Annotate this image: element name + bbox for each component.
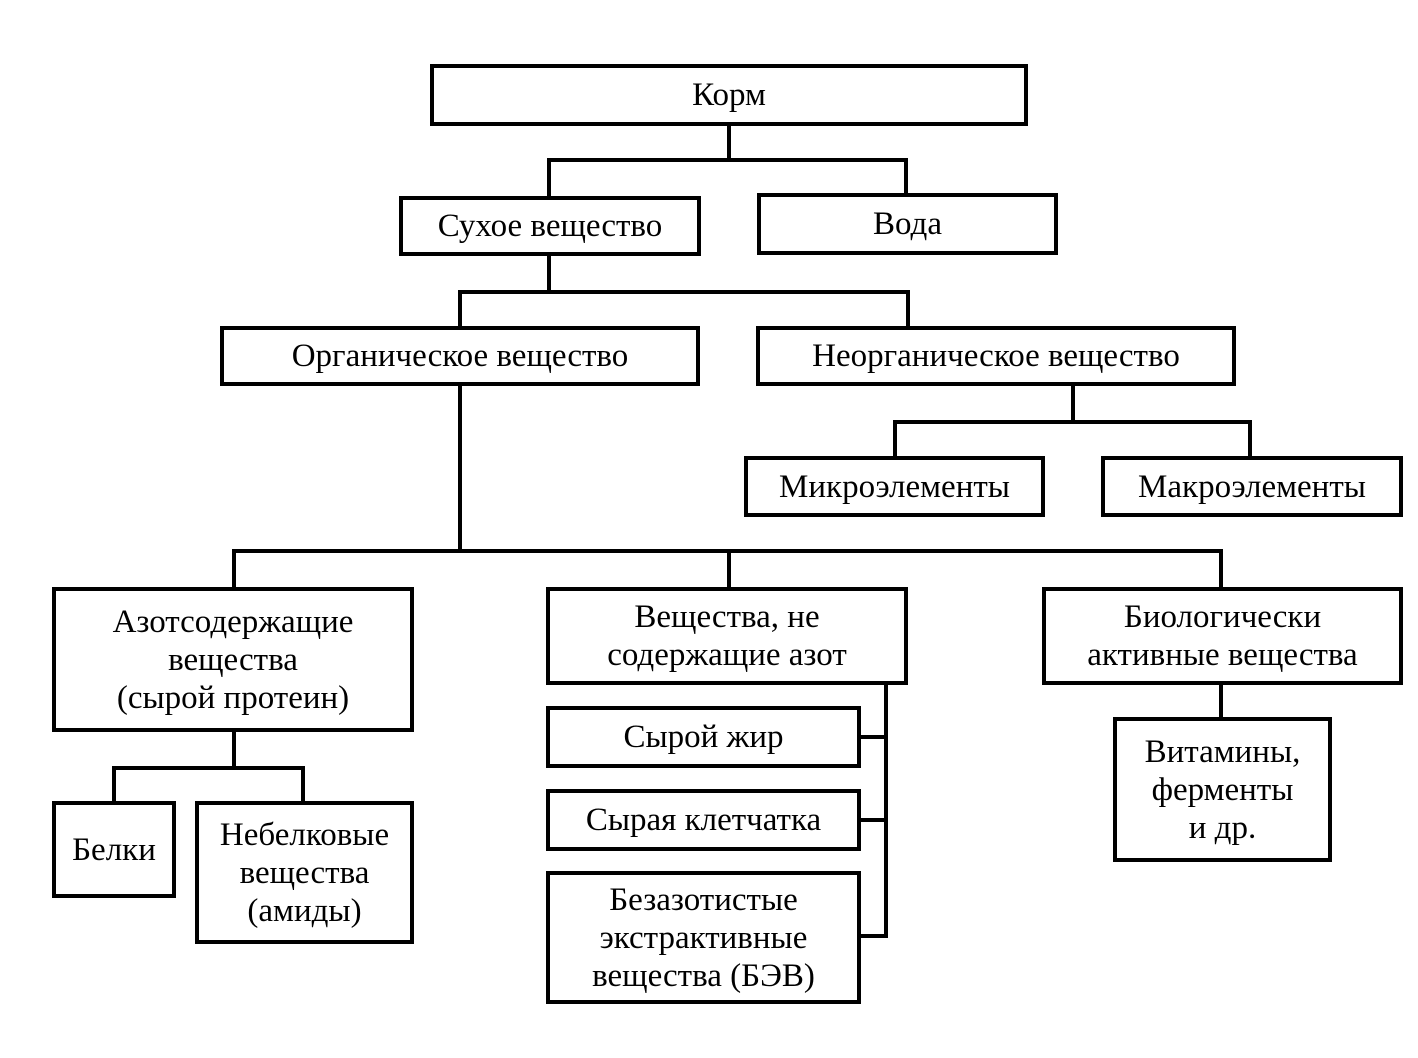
node-inorganic-line-1: Неорганическое вещество [812, 338, 1180, 374]
node-bioactive: Биологически активные вещества [1042, 587, 1403, 685]
node-crude-fiber-line-1: Сырая клетчатка [585, 802, 822, 838]
node-vitamins: Витамины, ферменты и др. [1113, 717, 1332, 862]
node-bioactive-line-2: активные вещества [1087, 637, 1358, 673]
node-non-protein: Небелковые вещества (амиды) [195, 801, 414, 944]
node-inorganic: Неорганическое вещество [756, 326, 1236, 386]
node-non-nitrogenous-line-1: Вещества, не [634, 599, 820, 635]
node-non-nitrogenous: Вещества, не содержащие азот [546, 587, 908, 685]
node-nfe-line-2: экстрактивные [599, 919, 808, 956]
node-organic: Органическое вещество [220, 326, 700, 386]
node-microelements: Микроэлементы [744, 456, 1045, 517]
node-nfe-line-3: вещества (БЭВ) [592, 957, 815, 994]
node-non-nitrogenous-line-2: содержащие азот [607, 637, 847, 673]
node-water: Вода [757, 193, 1058, 255]
node-dry-matter-line-1: Сухое вещество [437, 208, 663, 244]
node-non-protein-line-1: Небелковые [219, 816, 390, 853]
node-microelements-line-1: Микроэлементы [779, 468, 1010, 505]
node-water-line-1: Вода [873, 206, 942, 242]
node-crude-fat-line-1: Сырой жир [623, 719, 784, 755]
node-proteins: Белки [52, 801, 176, 898]
node-dry-matter: Сухое вещество [399, 196, 701, 256]
node-non-protein-line-2: вещества [239, 854, 370, 891]
node-non-protein-line-3: (амиды) [247, 892, 362, 929]
node-crude-fiber: Сырая клетчатка [546, 789, 861, 851]
node-vitamins-line-1: Витамины, [1144, 733, 1301, 770]
node-proteins-line-1: Белки [72, 831, 156, 868]
node-nfe-line-1: Безазотистые [609, 881, 798, 918]
node-macroelements-line-1: Макроэлементы [1138, 468, 1366, 505]
node-bioactive-line-1: Биологически [1123, 599, 1322, 635]
node-vitamins-line-3: и др. [1188, 809, 1257, 846]
node-feed-line-1: Корм [692, 77, 766, 113]
node-nitrogenous-line-3: (сырой протеин) [116, 679, 350, 716]
node-organic-line-1: Органическое вещество [291, 338, 629, 374]
node-nitrogenous-line-2: вещества [168, 641, 298, 678]
node-nitrogenous: Азотсодержащие вещества (сырой протеин) [52, 587, 414, 732]
node-nitrogenous-line-1: Азотсодержащие [112, 603, 354, 640]
node-feed: Корм [430, 64, 1028, 126]
node-macroelements: Макроэлементы [1101, 456, 1403, 517]
node-crude-fat: Сырой жир [546, 706, 861, 768]
node-vitamins-line-2: ферменты [1151, 771, 1294, 808]
node-nfe: Безазотистые экстрактивные вещества (БЭВ… [546, 871, 861, 1004]
